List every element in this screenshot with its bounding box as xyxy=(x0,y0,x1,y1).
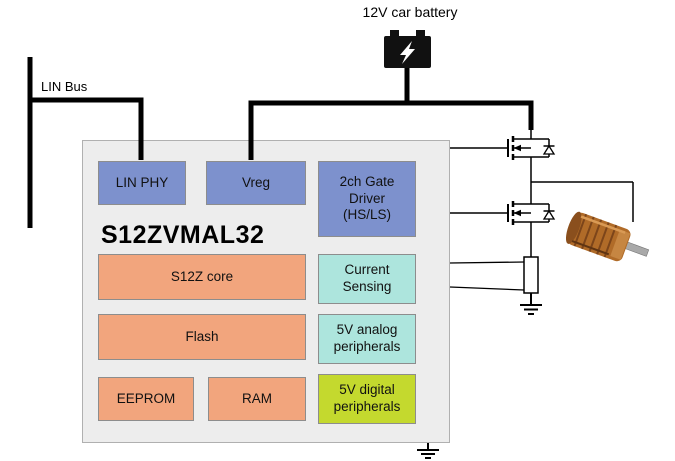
lin-bus-label: LIN Bus xyxy=(41,79,88,94)
chip-s12zvmal32: S12ZVMAL32 LIN PHY Vreg 2ch Gate Driver … xyxy=(82,140,450,443)
current-sense-wires xyxy=(449,261,525,291)
battery-label: 12V car battery xyxy=(362,4,458,20)
mosfet-high-side xyxy=(506,128,556,170)
chip-title: S12ZVMAL32 xyxy=(101,221,265,249)
mosfet-low-side xyxy=(506,193,556,235)
block-eeprom: EEPROM xyxy=(98,377,194,421)
gate-wires xyxy=(450,147,508,214)
block-current-sensing: Current Sensing xyxy=(318,254,416,304)
motor-wire xyxy=(530,168,634,257)
shunt-resistor xyxy=(523,256,539,294)
block-5v-digital-peripherals: 5V digital peripherals xyxy=(318,374,416,424)
block-5v-analog-peripherals: 5V analog peripherals xyxy=(318,314,416,364)
block-lin-phy: LIN PHY xyxy=(98,161,186,205)
block-s12z-core: S12Z core xyxy=(98,254,306,300)
block-gate-driver: 2ch Gate Driver (HS/LS) xyxy=(318,161,416,237)
motor-image xyxy=(565,211,650,262)
lightning-bolt-icon xyxy=(400,41,415,64)
ground-symbol-chip xyxy=(417,443,439,459)
block-flash: Flash xyxy=(98,314,306,360)
block-vreg: Vreg xyxy=(206,161,306,205)
block-ram: RAM xyxy=(208,377,306,421)
battery-icon xyxy=(384,30,431,68)
ground-symbol-shunt xyxy=(520,293,542,315)
